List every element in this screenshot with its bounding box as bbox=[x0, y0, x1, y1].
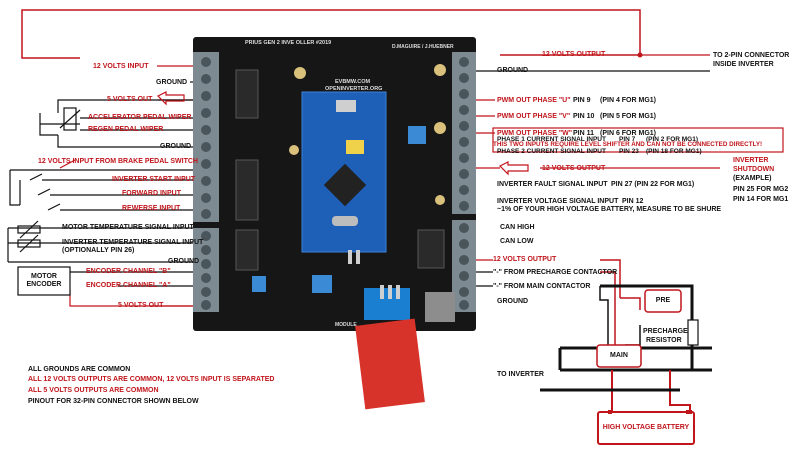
label-pre: PRE bbox=[655, 297, 671, 304]
switch-icons bbox=[10, 159, 76, 211]
label-ground-bottom: GROUND bbox=[497, 298, 529, 305]
contactor-schematic bbox=[540, 259, 712, 412]
label-voltage-pin: PIN 12 bbox=[622, 198, 644, 205]
label-forward: FORWARD INPUT bbox=[122, 190, 181, 197]
stm32-crystal bbox=[332, 216, 358, 226]
board-module-label: MODULE bbox=[335, 322, 357, 328]
note-pinout: PINOUT FOR 32-PIN CONNECTOR SHOWN BELOW bbox=[28, 398, 199, 405]
main-contactor-box bbox=[596, 344, 642, 368]
motor-encoder-box bbox=[17, 266, 71, 296]
label-brake-switch: 12 VOLTS INPUT FROM BRAKE PEDAL SWITCH bbox=[38, 158, 198, 165]
label-regen-wiper: REGEN PEDAL WIPER bbox=[88, 126, 164, 133]
board-site: OPENINVERTER.ORG bbox=[325, 86, 383, 92]
label-phase2-pin: PIN 23 bbox=[619, 148, 639, 155]
label-12v-output-3: 12 VOLTS OUTPUT bbox=[493, 256, 557, 263]
label-inverter-start: INVERTER START INPUT bbox=[112, 176, 196, 183]
label-phase1-mg: (PIN 2 FOR MG1) bbox=[646, 136, 699, 143]
right-terminal-block-2 bbox=[452, 220, 476, 312]
pre-contactor-box bbox=[644, 289, 682, 313]
label-precharge-2: RESISTOR bbox=[646, 337, 682, 344]
module-connector bbox=[364, 288, 410, 320]
note-5v: ALL 5 VOLTS OUTPUTS ARE COMMON bbox=[28, 387, 159, 394]
stm32-chip bbox=[323, 163, 367, 207]
label-shutdown-1: INVERTER bbox=[733, 157, 769, 164]
label-encoder-a: ENCODER CHANNEL "A" bbox=[86, 282, 171, 289]
left-connection-lines bbox=[7, 65, 193, 307]
terminal-screws bbox=[201, 57, 469, 310]
label-pin14: PIN 14 FOR MG1 bbox=[733, 196, 789, 203]
label-hv-battery: HIGH VOLTAGE BATTERY bbox=[602, 424, 690, 431]
label-main: MAIN bbox=[610, 352, 628, 359]
label-ground-3: GROUND bbox=[168, 258, 200, 265]
label-pwm-w-pin: PIN 11 bbox=[573, 130, 595, 137]
ic-rn2 bbox=[235, 159, 259, 221]
hv-battery-box bbox=[597, 411, 695, 445]
label-pwm-u: PWM OUT PHASE "U" bbox=[497, 97, 571, 104]
label-12v-output: 12 VOLTS OUTPUT bbox=[542, 51, 606, 58]
label-shutdown-3: (EXAMPLE) bbox=[733, 175, 772, 182]
label-pwm-w: PWM OUT PHASE "W" bbox=[497, 130, 573, 137]
label-precharge-contactor: "-" FROM PRECHARGE CONTACTOR bbox=[493, 269, 618, 276]
red-12v-frame bbox=[21, 9, 641, 59]
note-grounds: ALL GROUNDS ARE COMMON bbox=[28, 366, 131, 373]
label-inverter-temp-note: (OPTIONALLY PIN 26) bbox=[62, 247, 135, 254]
ic-rn1 bbox=[235, 69, 259, 119]
motor-encoder-label: MOTOR ENCODER bbox=[26, 273, 62, 289]
left-terminal-block-2 bbox=[193, 228, 219, 312]
label-pin25: PIN 25 FOR MG2 bbox=[733, 186, 789, 193]
board-title: PRIUS GEN 2 INVE OLLER #2019 bbox=[245, 40, 332, 46]
label-pwm-u-mg: (PIN 4 FOR MG1) bbox=[600, 97, 657, 104]
board-brand: EVBMW.COM bbox=[335, 79, 371, 85]
note-12v: ALL 12 VOLTS OUTPUTS ARE COMMON, 12 VOLT… bbox=[28, 376, 275, 383]
red-wifi-module bbox=[355, 318, 425, 410]
label-precharge-1: PRECHARGE bbox=[643, 328, 688, 335]
label-phase1-pin: PIN 7 bbox=[619, 136, 636, 143]
label-can-low: CAN LOW bbox=[500, 238, 534, 245]
warning-box bbox=[492, 127, 784, 153]
ic-rn3 bbox=[235, 229, 259, 271]
label-2pin-connector: TO 2-PIN CONNECTOR bbox=[713, 52, 790, 59]
label-to-inverter: TO INVERTER bbox=[497, 371, 544, 378]
label-level-shift-warning: THIS TWO INPUTS REQUIRE LEVEL SHIFTER AN… bbox=[493, 141, 763, 148]
right-connection-lines bbox=[476, 70, 720, 287]
label-shutdown-2: SHUTDOWN bbox=[733, 166, 775, 173]
label-12v-output-2: 12 VOLTS OUTPUT bbox=[542, 165, 606, 172]
label-pwm-v-pin: PIN 10 bbox=[573, 113, 595, 120]
label-voltage: INVERTER VOLTAGE SIGNAL INPUT bbox=[497, 198, 619, 205]
label-reverse: REWERSE INPUT bbox=[122, 205, 181, 212]
label-motor-temp: MOTOR TEMPERATURE SIGNAL INPUT bbox=[62, 224, 194, 231]
label-pwm-v: PWM OUT PHASE "V" bbox=[497, 113, 571, 120]
ic-right bbox=[417, 229, 445, 269]
label-12v-input: 12 VOLTS INPUT bbox=[93, 63, 149, 70]
label-inverter-temp: INVERTER TEMPERATURE SIGNAL INPUT bbox=[62, 239, 204, 246]
label-phase2: PHASE 2 CURRENT SIGNAL INPUT bbox=[497, 148, 606, 155]
label-accel-wiper: ACCELERATOR PEDAL WIPER bbox=[88, 114, 192, 121]
label-phase1: PHASE 1 CURRENT SIGNAL INPUT bbox=[497, 136, 606, 143]
label-pwm-w-mg: (PIN 6 FOR MG1) bbox=[600, 130, 657, 137]
label-fault-pin: PIN 27 (PIN 22 FOR MG1) bbox=[611, 181, 695, 188]
label-ground-2: GROUND bbox=[160, 143, 192, 150]
label-5v-out: 5 VOLTS OUT bbox=[107, 96, 153, 103]
board-authors: D.MAGUIRE / J.HUEBNER bbox=[392, 44, 454, 50]
label-voltage-note: ~1% OF YOUR HIGH VOLTAGE BATTERY, MEASUR… bbox=[497, 206, 722, 213]
label-phase2-mg: (PIN 18 FOR MG1) bbox=[646, 148, 702, 155]
label-encoder-b: ENCODER CHANNEL "B" bbox=[86, 268, 171, 275]
label-5v-out-2: 5 VOLTS OUT bbox=[118, 302, 164, 309]
stm32-usb bbox=[336, 100, 356, 112]
label-ground-1: GROUND bbox=[156, 79, 188, 86]
potentiometer-icons bbox=[17, 107, 81, 253]
label-main-contactor: "-" FROM MAIN CONTACTOR bbox=[493, 283, 591, 290]
label-ground-right: GROUND bbox=[497, 67, 529, 74]
red-arrows bbox=[150, 91, 529, 307]
label-can-high: CAN HIGH bbox=[500, 224, 535, 231]
label-inside-inverter: INSIDE INVERTER bbox=[713, 61, 774, 68]
label-pwm-v-mg: (PIN 5 FOR MG1) bbox=[600, 113, 657, 120]
label-fault: INVERTER FAULT SIGNAL INPUT bbox=[497, 181, 608, 188]
precharge-resistor-icon bbox=[687, 319, 699, 346]
label-pwm-u-pin: PIN 9 bbox=[573, 97, 591, 104]
